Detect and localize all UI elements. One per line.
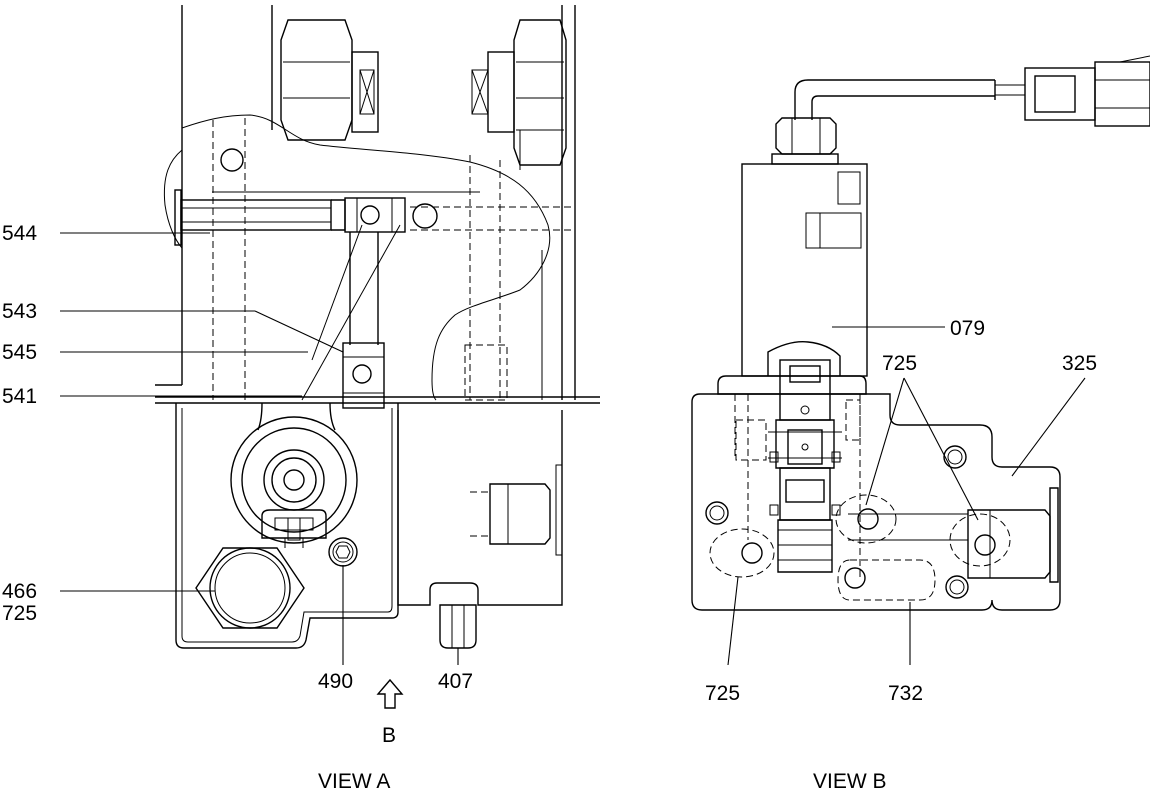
arrow-b-label: B bbox=[382, 724, 396, 747]
view-a-leaders bbox=[60, 232, 459, 665]
label-725-view-a: 725 bbox=[2, 602, 37, 625]
label-407: 407 bbox=[438, 670, 473, 693]
label-544: 544 bbox=[2, 222, 37, 245]
hex-nut-right bbox=[471, 19, 567, 166]
label-079: 079 bbox=[950, 317, 985, 340]
label-466: 466 bbox=[2, 580, 37, 603]
label-543: 543 bbox=[2, 300, 37, 323]
label-725-view-b-bottom: 725 bbox=[705, 682, 740, 705]
view-b-leaders bbox=[727, 326, 1086, 666]
label-325: 325 bbox=[1062, 352, 1097, 375]
view-a-caption: VIEW A bbox=[318, 770, 390, 793]
label-732: 732 bbox=[888, 682, 923, 705]
view-a-drawing bbox=[155, 5, 600, 709]
label-545: 545 bbox=[2, 341, 37, 364]
hex-nut-left bbox=[280, 19, 379, 141]
view-b-caption: VIEW B bbox=[813, 770, 887, 793]
label-490: 490 bbox=[318, 670, 353, 693]
label-541: 541 bbox=[2, 385, 37, 408]
view-b-drawing bbox=[691, 55, 1150, 611]
label-725-view-b-top: 725 bbox=[882, 352, 917, 375]
